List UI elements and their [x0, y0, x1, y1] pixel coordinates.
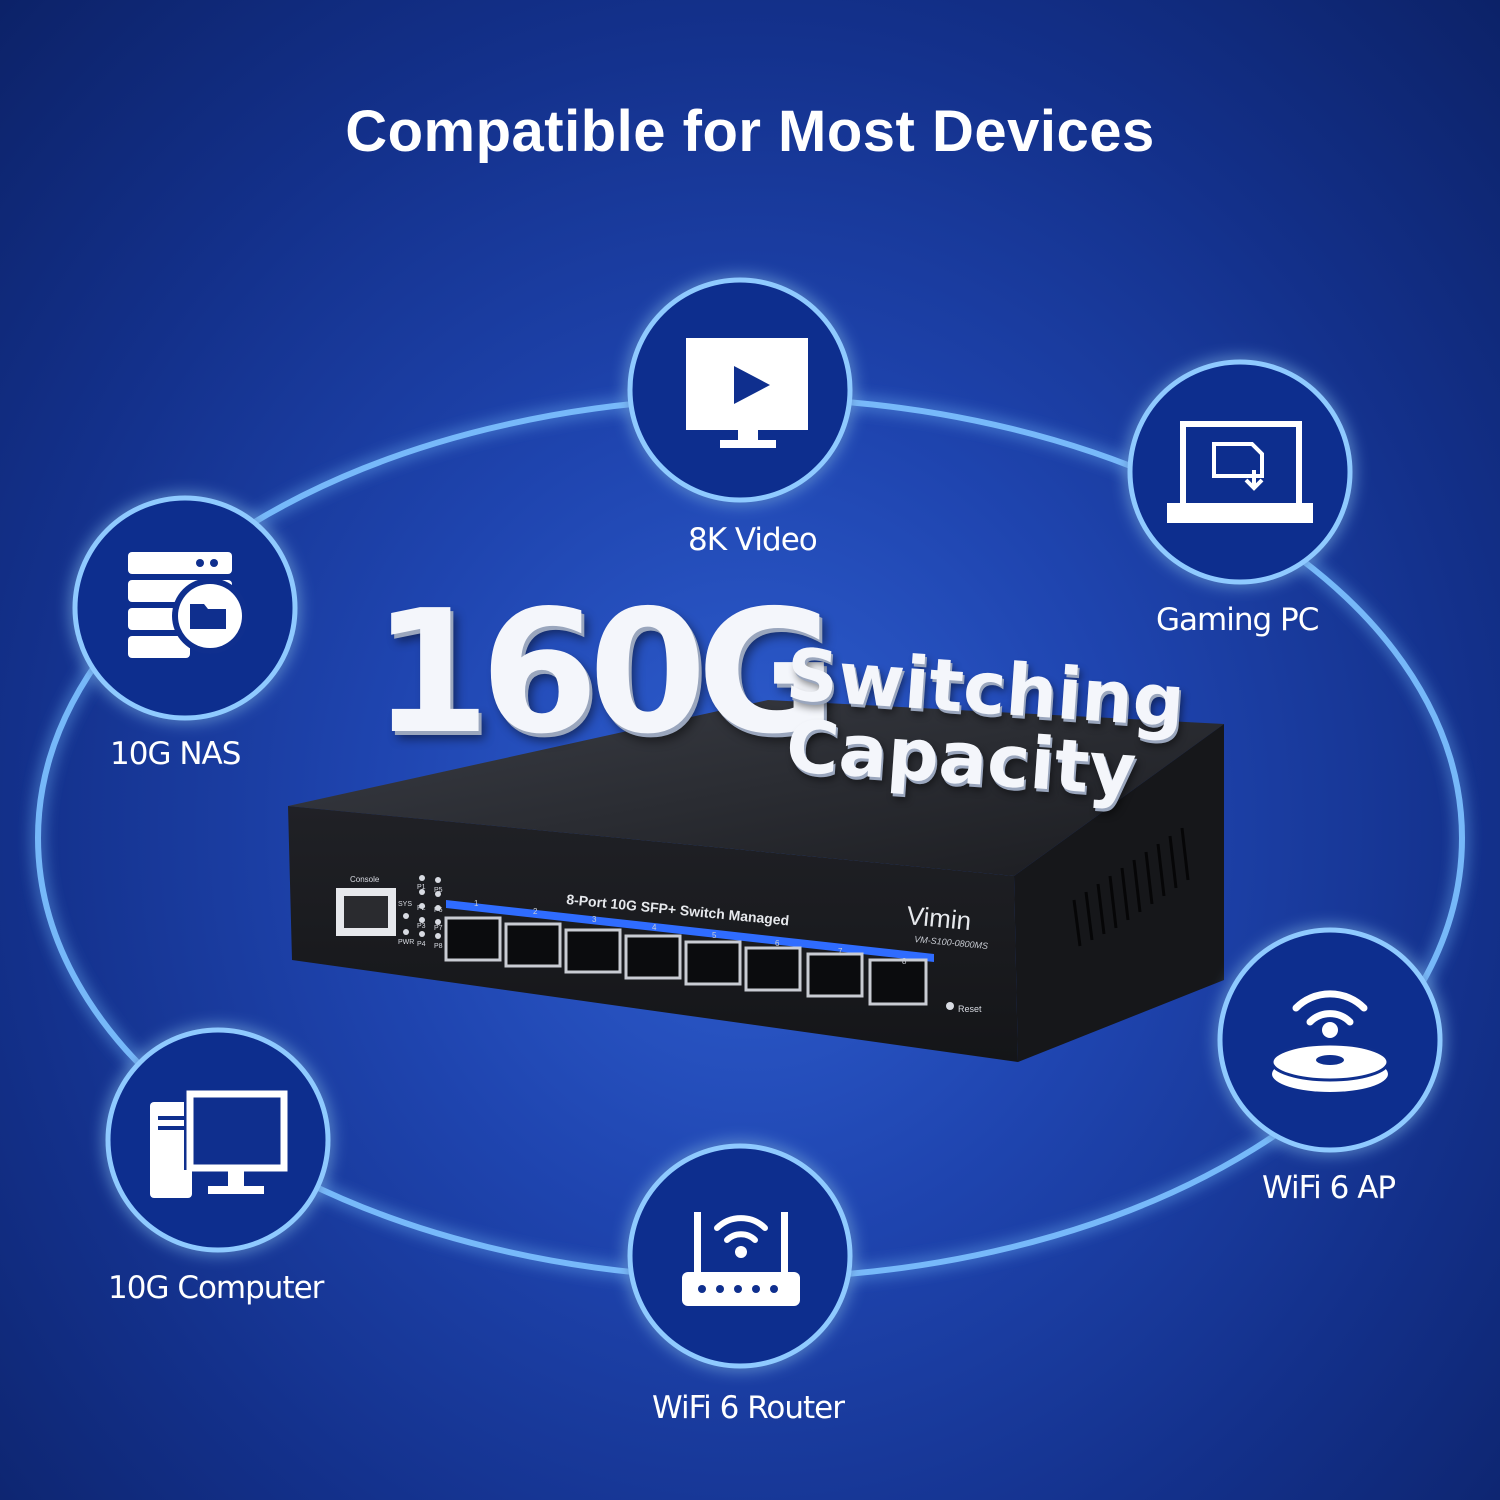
label-8k-video: 8K Video [688, 522, 818, 558]
p7-led-label: P7 [434, 925, 443, 932]
badge-10g-computer [105, 1027, 331, 1253]
p2-led-label: P2 [417, 905, 426, 912]
p4-led-label: P4 [417, 941, 426, 948]
sfp-port-8 [868, 958, 928, 1006]
p6-led-label: P6 [434, 907, 443, 914]
sys-led-label: SYS [398, 901, 412, 908]
label-wifi6-router: WiFi 6 Router [652, 1390, 845, 1426]
sfp-port-5 [684, 940, 742, 986]
p8-led-label: P8 [434, 943, 443, 950]
port-number-2: 2 [533, 907, 538, 916]
pwr-led-label: PWR [398, 939, 414, 946]
switch-brand: Vimin [905, 900, 972, 936]
switch-side [1014, 724, 1224, 1062]
label-10g-nas: 10G NAS [110, 736, 241, 772]
sfp-ports [444, 916, 928, 1006]
nas-server-icon [128, 552, 248, 658]
p5-led-label: P5 [434, 887, 443, 894]
label-gaming-pc: Gaming PC [1156, 602, 1319, 638]
access-point-icon [1270, 990, 1390, 1092]
capacity-number: 160G [372, 574, 836, 772]
label-wifi6-ap: WiFi 6 AP [1262, 1170, 1396, 1206]
port-number-4: 4 [652, 923, 657, 932]
port-number-3: 3 [592, 915, 597, 924]
port-number-6: 6 [775, 939, 780, 948]
status-leds [403, 875, 441, 939]
reset-button [946, 1002, 954, 1010]
desktop-computer-icon [150, 1090, 288, 1198]
badge-wifi6-ap [1217, 927, 1443, 1153]
badge-8k-video [627, 277, 853, 503]
sfp-port-3 [564, 928, 622, 974]
page-headline: Compatible for Most Devices [345, 99, 1155, 164]
badge-wifi6-router [627, 1143, 853, 1369]
side-vents [1072, 827, 1190, 947]
badge-10g-nas [72, 495, 298, 721]
port-stripe [446, 900, 934, 962]
badge-gaming-pc [1127, 359, 1353, 585]
port-number-8: 8 [902, 957, 907, 966]
switch-top [288, 700, 1224, 876]
router-icon [682, 1212, 800, 1306]
console-label: Console [350, 875, 380, 884]
p1-led-label: P1 [417, 884, 426, 891]
network-switch: Console SYS PWR P1 P2 P3 P4 P5 P6 P7 P8 … [288, 700, 1224, 1062]
label-10g-computer: 10G Computer [108, 1270, 324, 1306]
sfp-port-6 [744, 946, 802, 992]
sfp-port-2 [504, 922, 562, 968]
port-number-5: 5 [712, 931, 717, 940]
sfp-port-7 [806, 952, 864, 998]
port-number-1: 1 [474, 899, 479, 908]
p3-led-label: P3 [417, 923, 426, 930]
laptop-icon [1167, 421, 1313, 523]
sfp-port-1 [444, 916, 502, 962]
sfp-port-4 [624, 934, 682, 980]
port-number-7: 7 [838, 947, 843, 956]
console-port-socket [344, 896, 388, 928]
switch-front [288, 806, 1018, 1062]
reset-label: Reset [958, 1004, 982, 1014]
video-monitor-icon [686, 338, 808, 448]
